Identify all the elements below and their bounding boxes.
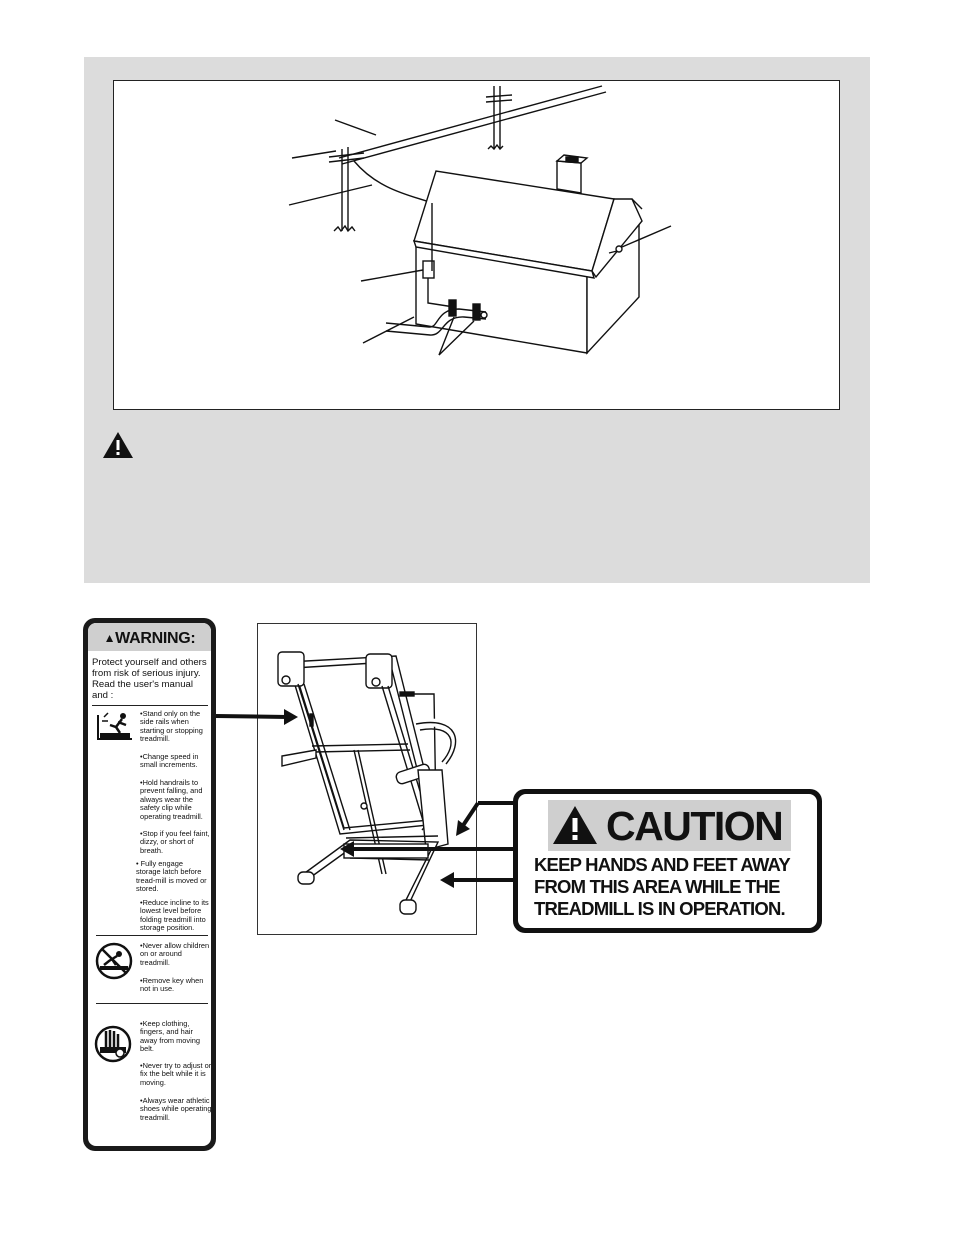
house-illustration <box>288 85 672 356</box>
divider <box>96 935 208 936</box>
warning-decal-header: ▲WARNING: <box>88 623 211 651</box>
warning-item: •Remove key when not in use. <box>140 976 204 994</box>
grounding-diagram <box>113 80 840 410</box>
warning-item: •Hold handrails to prevent falling, and … <box>140 778 203 821</box>
divider <box>92 705 208 706</box>
caution-triangle-icon <box>553 806 597 844</box>
caution-title: CAUTION <box>606 803 784 849</box>
warning-decal: ▲WARNING: Protect yourself and others fr… <box>83 618 216 1151</box>
no-children-icon <box>95 942 133 980</box>
warning-item: •Never try to adjust or fix the belt whi… <box>140 1061 211 1087</box>
caution-text: KEEP HANDS AND FEET AWAY FROM THIS AREA … <box>534 854 790 919</box>
warning-item: •Stop if you feel faint, dizzy, or short… <box>140 829 210 855</box>
warning-item: •Always wear athletic shoes while operat… <box>140 1096 211 1122</box>
divider <box>96 1003 208 1004</box>
warning-decal-body: ▲WARNING: Protect yourself and others fr… <box>88 623 211 1146</box>
warning-item: •Never allow children on or around tread… <box>140 941 210 967</box>
warning-item: •Stand only on the side rails when start… <box>140 709 203 744</box>
warning-triangle-icon <box>103 432 133 458</box>
caution-decal-body: CAUTION KEEP HANDS AND FEET AWAY FROM TH… <box>518 794 817 928</box>
person-slipping-icon <box>97 712 132 740</box>
warning-decal-intro: Protect yourself and others from risk of… <box>92 657 207 701</box>
warning-item: • Fully engage storage latch before trea… <box>136 859 207 894</box>
caution-decal: CAUTION KEEP HANDS AND FEET AWAY FROM TH… <box>513 789 822 933</box>
warning-item: •Reduce incline to its lowest level befo… <box>140 898 209 933</box>
folded-treadmill-illustration <box>277 651 460 915</box>
treadmill-figure <box>257 623 477 935</box>
hand-belt-icon <box>94 1025 132 1063</box>
warning-decal-title: WARNING: <box>115 630 196 647</box>
warning-item: •Change speed in small increments. <box>140 752 199 770</box>
warning-small-triangle-icon: ▲ <box>103 631 116 645</box>
warning-item: •Keep clothing, fingers, and hair away f… <box>140 1019 200 1054</box>
